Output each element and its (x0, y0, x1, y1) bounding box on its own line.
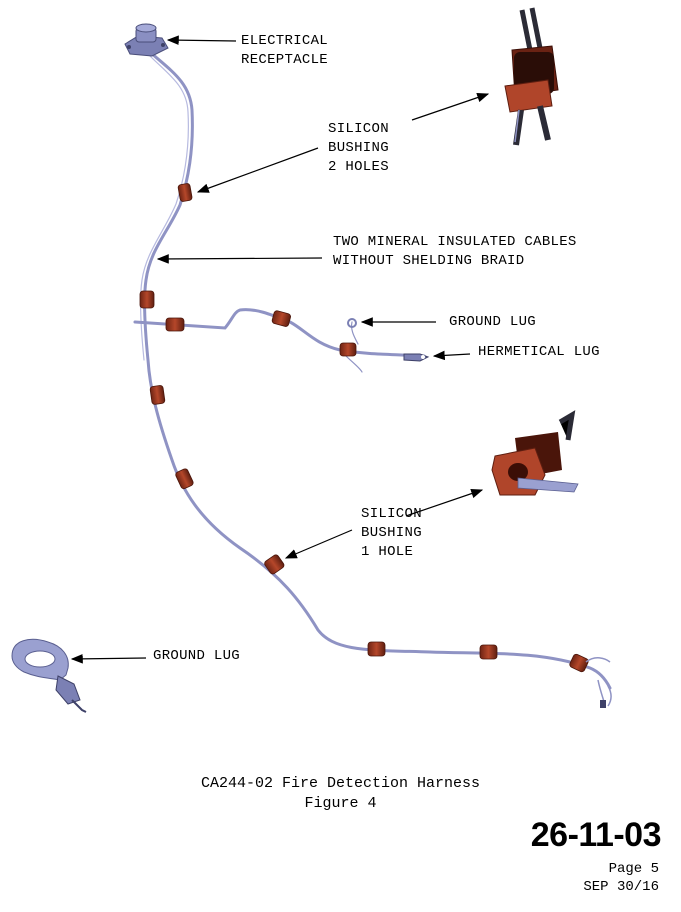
leader-lines (70, 35, 490, 664)
label-ground-lug-upper: GROUND LUG (449, 314, 537, 330)
end-terminals (585, 657, 612, 708)
branch-cable (133, 308, 426, 373)
ground-lug-detail (11, 638, 87, 713)
label-hermetical-lug: HERMETICAL LUG (478, 344, 600, 360)
figure-number: Figure 4 (304, 795, 377, 812)
small-hermetical-lug (403, 353, 430, 362)
label-ground-lug-lower: GROUND LUG (153, 648, 241, 664)
bushing-1-hole-detail (491, 410, 579, 496)
bushing-2-holes-detail (504, 7, 559, 146)
electrical-receptacle (124, 23, 169, 57)
revision-date: SEP 30/16 (583, 879, 659, 895)
label-mineral-cables: TWO MINERAL INSULATED CABLES WITHOUT SHE… (333, 234, 577, 269)
bushings (139, 183, 589, 673)
page-number: Page 5 (608, 861, 659, 877)
document-number: 26-11-03 (530, 816, 662, 854)
small-ground-lug (347, 318, 357, 328)
figure-title: CA244-02 Fire Detection Harness (200, 775, 481, 792)
label-electrical-receptacle: ELECTRICAL RECEPTACLE (241, 33, 329, 68)
label-silicon-bushing-2-holes: SILICON BUSHING 2 HOLES (328, 121, 389, 175)
label-silicon-bushing-1-hole: SILICON BUSHING 1 HOLE (361, 506, 422, 560)
